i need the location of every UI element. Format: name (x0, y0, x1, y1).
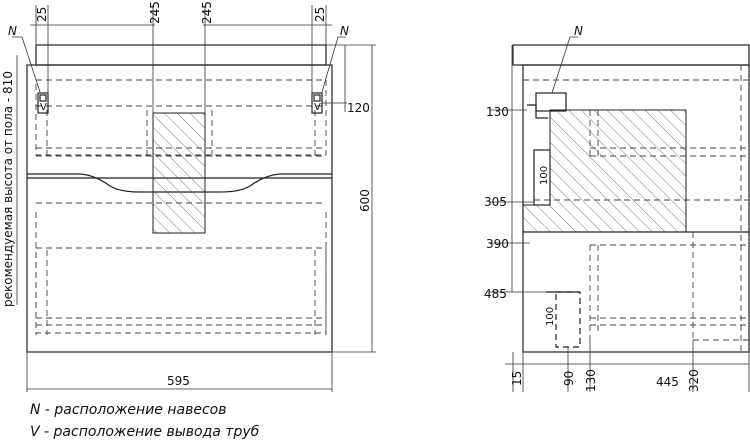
dim-bottom-130: 130 (584, 369, 598, 392)
side-pipe-rect-upper (533, 149, 551, 206)
front-hanger-left (37, 92, 49, 114)
dim-100-upper: 100 (539, 166, 550, 185)
dim-top-25-right: 25 (313, 7, 327, 22)
legend-line-pipes: V - расположение вывода труб (30, 424, 260, 440)
dim-top-245-left: 245 (148, 1, 162, 24)
hanger-marker-n-right: N (340, 24, 349, 38)
legend-line-hangers: N - расположение навесов (30, 402, 226, 418)
front-pipe-zone (152, 112, 206, 234)
dim-bottom-15: 15 (510, 371, 524, 386)
socket-label-left: V (40, 102, 47, 113)
side-top-slab (512, 44, 750, 66)
side-hanger-hook (527, 104, 548, 119)
dim-485: 485 (484, 287, 507, 301)
dim-305: 305 (484, 195, 507, 209)
dim-top-25-left: 25 (35, 7, 49, 22)
side-pipe-rect-lower (555, 291, 581, 348)
leader-n-right (321, 36, 346, 93)
dim-top-245-right: 245 (200, 1, 214, 24)
front-hanger-right-detail (313, 94, 321, 102)
side-view: 100 100 N 130 305 390 485 15 90 130 445 … (484, 24, 750, 392)
leader-n-side (551, 36, 578, 94)
front-lower-inner-dash (35, 247, 327, 334)
legend: N - расположение навесов V - расположени… (30, 402, 260, 440)
front-view: V V N N 25 245 245 25 120 600 595 (1, 1, 376, 392)
side-hanger (535, 92, 567, 112)
hanger-marker-n-left: N (8, 24, 17, 38)
front-top-slab (35, 44, 327, 66)
dim-100-lower: 100 (545, 307, 556, 326)
dim-bottom-320: 320 (687, 369, 701, 392)
dim-595: 595 (167, 374, 190, 388)
dim-130: 130 (486, 105, 509, 119)
height-note: рекомендуемая высота от пола - 810 (1, 71, 15, 307)
front-hanger-left-detail (39, 94, 47, 102)
dim-600: 600 (358, 189, 372, 212)
leader-n-left (12, 36, 41, 93)
socket-label-right: V (314, 102, 321, 113)
dim-bottom-90: 90 (562, 371, 576, 386)
front-cabinet-body (26, 64, 333, 353)
dim-390: 390 (486, 237, 509, 251)
side-marker-n: N (574, 24, 583, 38)
dim-bottom-445: 445 (656, 375, 679, 389)
dim-120: 120 (347, 101, 370, 115)
